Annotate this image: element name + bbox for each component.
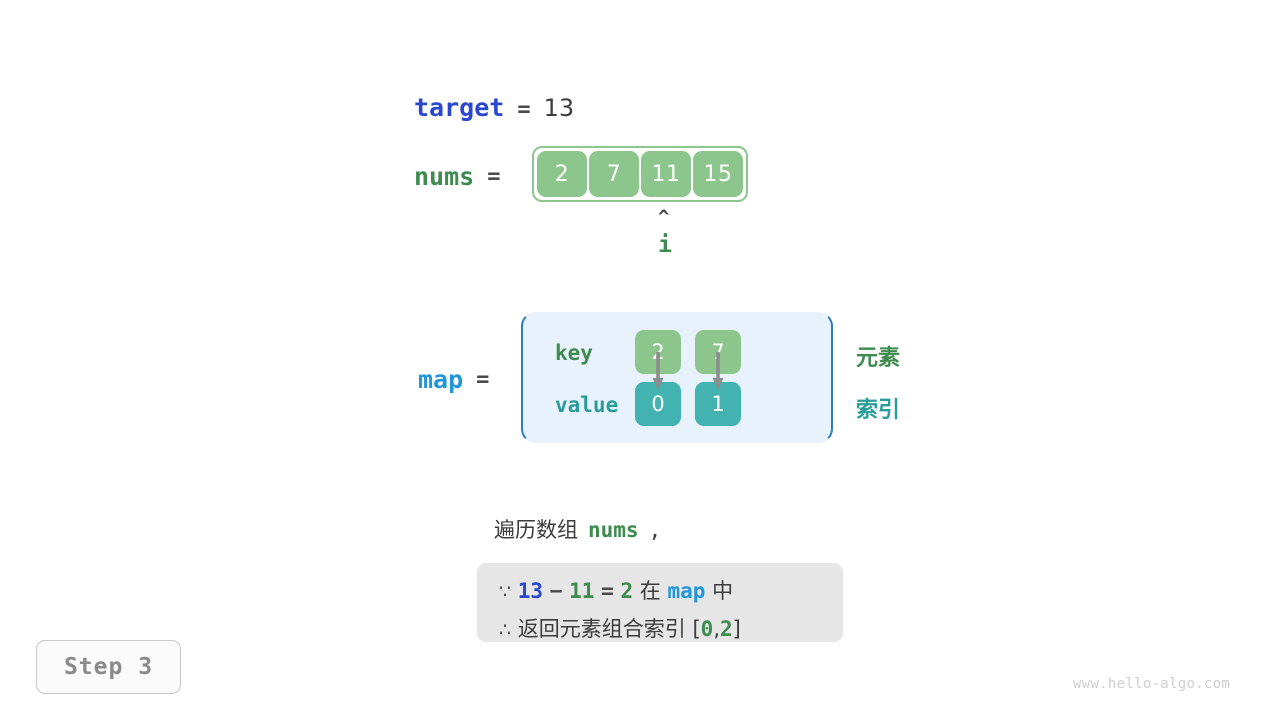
- pointer-label-i: i: [658, 232, 672, 258]
- map-mapping-arrow-icon: [652, 352, 664, 390]
- because-symbol: ∵: [499, 581, 512, 603]
- map-variable-row: map =: [418, 362, 489, 396]
- nums-variable-name: nums: [414, 161, 475, 191]
- array-cell: 7: [589, 151, 639, 197]
- note-current-value: 11: [569, 579, 595, 603]
- target-variable-name: target: [414, 93, 505, 122]
- note-result-index-1: 2: [720, 617, 733, 641]
- target-value: 13: [543, 94, 575, 122]
- target-variable-row: target = 13: [414, 92, 574, 126]
- note-result-index-0: 0: [700, 617, 714, 641]
- note-minus-operator: −: [549, 579, 563, 603]
- map-equals-sign: =: [476, 366, 490, 392]
- array-cells: 2 7 11 15: [537, 151, 743, 197]
- caption-prefix: 遍历数组: [494, 518, 578, 542]
- note-complement-value: 2: [620, 579, 634, 603]
- note-equals-operator: =: [601, 579, 614, 603]
- map-side-label-element: 元素: [856, 346, 901, 371]
- array-cell: 2: [537, 151, 587, 197]
- nums-variable-row: nums =: [414, 158, 500, 194]
- map-mapping-arrow-icon: [712, 352, 724, 390]
- array-cell: 15: [693, 151, 743, 197]
- note-result-text: 返回元素组合索引: [517, 617, 686, 641]
- note-bracket-close: ]: [732, 617, 741, 641]
- caption-traverse-array: 遍历数组 nums ,: [494, 514, 661, 544]
- nums-equals-sign: =: [487, 163, 501, 189]
- pointer-caret-icon: ^: [658, 206, 670, 228]
- note-in-word: 在: [639, 579, 661, 603]
- note-map-word: map: [667, 579, 706, 603]
- target-equals-sign: =: [517, 97, 531, 122]
- watermark: www.hello-algo.com: [1073, 676, 1231, 692]
- note-tail-word: 中: [712, 579, 734, 603]
- note-bracket-open: [: [692, 617, 701, 641]
- note-target-value: 13: [517, 579, 544, 603]
- note-line-because: ∵ 13 − 11 = 2 在 map 中: [499, 573, 821, 611]
- caption-suffix: ,: [648, 518, 662, 542]
- map-side-label-index: 索引: [856, 398, 901, 423]
- note-line-therefore: ∴ 返回元素组合索引 [ 0 , 2 ]: [499, 611, 821, 649]
- caption-code-nums: nums: [588, 518, 639, 542]
- note-box: ∵ 13 − 11 = 2 在 map 中 ∴ 返回元素组合索引 [ 0 , 2…: [477, 563, 843, 642]
- note-result-comma: ,: [713, 617, 721, 641]
- map-row-label-value: value: [555, 393, 619, 417]
- step-badge: Step 3: [36, 640, 181, 694]
- therefore-symbol: ∴: [499, 619, 512, 641]
- map-row-label-key: key: [555, 341, 593, 365]
- map-variable-name: map: [418, 364, 464, 394]
- array-cell: 11: [641, 151, 691, 197]
- map-contents: key value 2 7 0 1: [521, 312, 833, 443]
